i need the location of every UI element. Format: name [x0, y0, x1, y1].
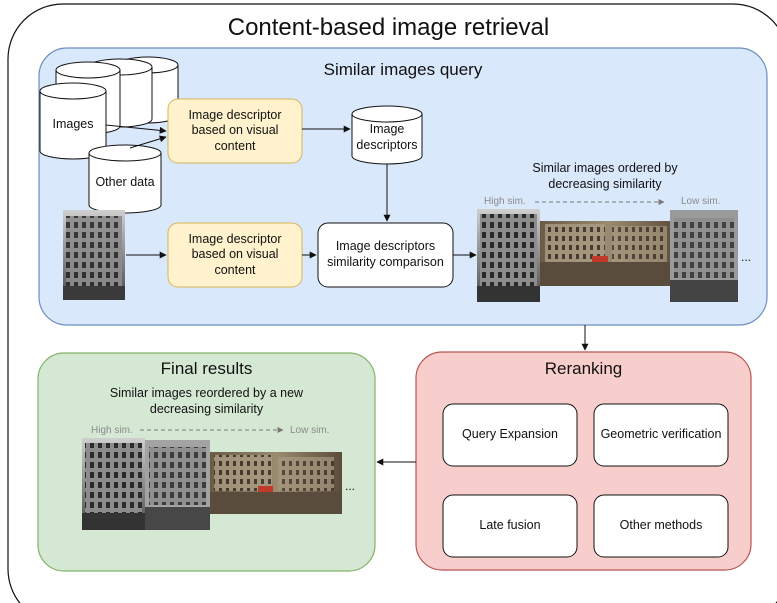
ellipsis-query: ...	[741, 250, 752, 264]
final-low-sim-label: Low sim.	[290, 425, 330, 436]
ordered-results-strip	[477, 209, 738, 302]
comparison-label: Image descriptors similarity comparison	[327, 239, 444, 269]
images-db-label: Images	[52, 117, 94, 132]
final-caption: Similar images reordered by a new decrea…	[109, 386, 304, 416]
other-data-label: Other data	[95, 175, 155, 190]
method-other-methods: Other methods	[619, 518, 703, 533]
method-box-geometric-verification	[593, 403, 729, 467]
method-geometric-verification: Geometric verification	[600, 427, 722, 442]
reranking-title: Reranking	[544, 359, 623, 378]
high-sim-label: High sim.	[484, 196, 526, 207]
descriptor-label-2: Image descriptor based on visual content	[188, 231, 282, 277]
final-results-title: Final results	[160, 359, 253, 378]
reordered-results-strip	[82, 438, 342, 530]
final-high-sim-label: High sim.	[91, 425, 133, 436]
image-descriptors-database-icon	[351, 105, 423, 165]
page-title: Content-based image retrieval	[227, 14, 550, 41]
descriptor-label-1: Image descriptor based on visual content	[188, 107, 282, 153]
ellipsis-final: ...	[345, 479, 356, 493]
descriptors-db-label: Image descriptors	[356, 122, 418, 152]
method-box-late-fusion	[442, 494, 578, 558]
query-panel-title: Similar images query	[323, 60, 483, 79]
method-late-fusion: Late fusion	[479, 518, 541, 533]
method-query-expansion: Query Expansion	[462, 427, 558, 442]
images-database-icon	[39, 56, 179, 160]
descriptor-box-1	[167, 98, 303, 164]
low-sim-label: Low sim.	[681, 196, 721, 207]
method-box-other-methods	[593, 494, 729, 558]
method-box-query-expansion	[442, 403, 578, 467]
ordered-caption: Similar images ordered by decreasing sim…	[532, 161, 678, 191]
query-image-thumbnail	[63, 210, 125, 300]
